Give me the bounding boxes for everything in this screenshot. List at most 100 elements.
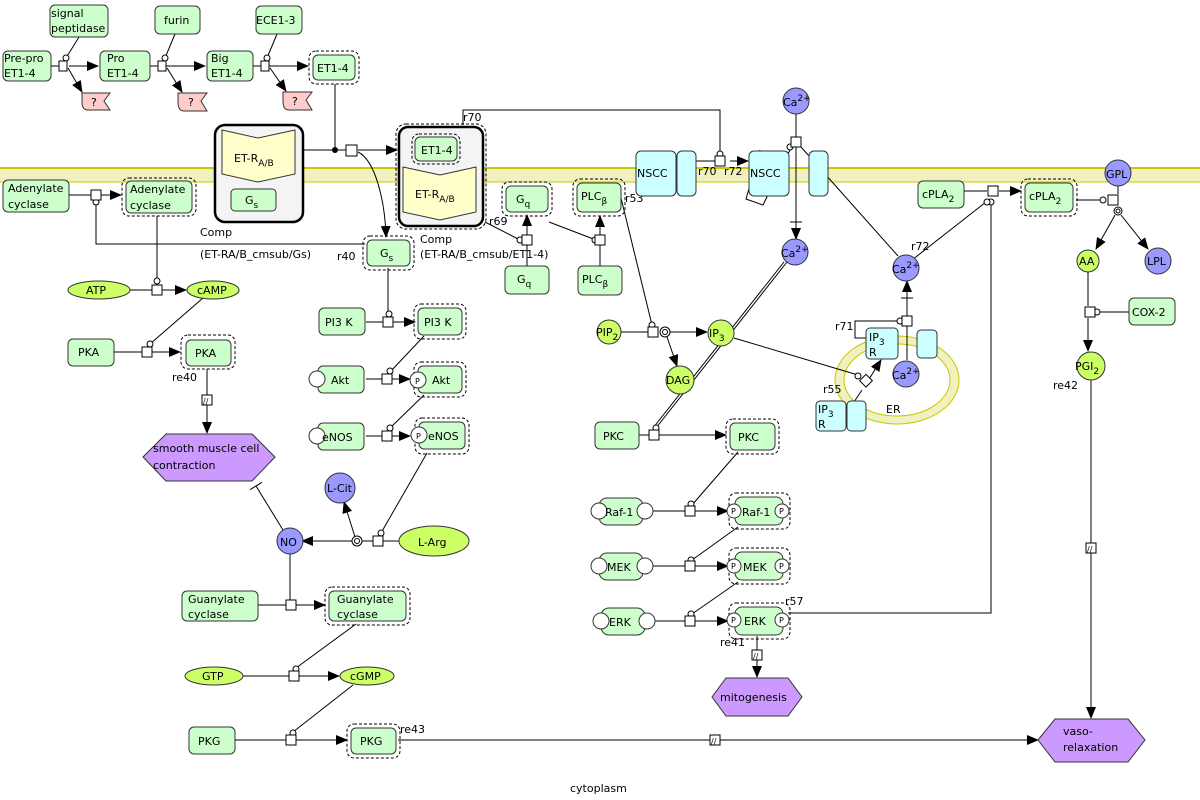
node-pkc[interactable]: PKC [594, 421, 640, 450]
unknown-label: ? [292, 95, 298, 108]
phospho-site: P [779, 507, 784, 516]
node-dag[interactable]: DAG [665, 365, 695, 395]
guanylate-label-2: cyclase [188, 608, 229, 621]
node-gtp[interactable]: GTP [184, 666, 244, 686]
node-atp[interactable]: ATP [67, 280, 131, 300]
svg-text://: // [711, 737, 717, 746]
node-furin[interactable]: furin [154, 5, 201, 35]
node-guanylate-cyclase[interactable]: Guanylate cyclase [181, 590, 259, 622]
dag-label: DAG [666, 374, 690, 387]
ip3r-label: IP3 [869, 331, 885, 348]
svg-text://: // [753, 652, 759, 661]
node-pi3k-active[interactable]: PI3 K [413, 303, 467, 340]
er-label: ER [886, 403, 901, 416]
node-pip2[interactable]: PIP2 [596, 319, 622, 345]
node-enos[interactable]: eNOS [308, 422, 365, 451]
node-mek[interactable]: MEK [590, 552, 654, 581]
node-ece1-3[interactable]: ECE1-3 [255, 5, 303, 35]
complex2-name: Comp [420, 233, 452, 246]
raf-label: Raf-1 [605, 506, 633, 519]
complex-etr-et1-4[interactable]: ET1-4 ET-RA/B [395, 123, 487, 230]
larg-label: L-Arg [418, 536, 447, 549]
node-cpla2-active[interactable]: cPLA2 [1020, 178, 1078, 217]
node-unknown-1[interactable]: ? [81, 92, 111, 111]
complex-etr-gs[interactable]: ET-RA/B Gs [213, 123, 305, 224]
pgi2-label: PGI2 [1075, 360, 1099, 377]
enos-label: eNOS [322, 431, 353, 444]
node-ca-cytosol[interactable]: Ca2+ [781, 238, 809, 266]
node-ca-cytosol-2[interactable]: Ca2+ [892, 254, 920, 282]
node-lpl[interactable]: LPL [1144, 247, 1172, 275]
node-plcb-active[interactable]: PLCβ [572, 178, 626, 217]
etr-receptor-shape [221, 129, 296, 183]
node-gq-active[interactable]: Gq [501, 181, 553, 217]
node-pkg-active[interactable]: PKG [346, 723, 401, 759]
phenotype-vasorelaxation[interactable]: vaso-relaxation [1037, 718, 1146, 763]
channel-nscc[interactable]: NSCC [635, 150, 697, 197]
big-label: Big [211, 52, 229, 65]
node-et1-4-active[interactable]: ET1-4 [308, 50, 360, 85]
channel-nscc-open[interactable]: NSCC [748, 150, 829, 197]
phenotype-mitogenesis[interactable]: mitogenesis [711, 677, 803, 717]
node-gq[interactable]: Gq [504, 265, 550, 295]
node-gs-active[interactable]: Gs [362, 235, 415, 271]
node-aa[interactable]: AA [1076, 249, 1100, 273]
node-akt[interactable]: Akt [308, 365, 365, 394]
r72-label: r72 [724, 165, 743, 178]
node-plcb[interactable]: PLCβ [577, 265, 623, 296]
node-ca-extracellular[interactable]: Ca2+ [782, 87, 811, 115]
pkg-active-label: PKG [360, 735, 382, 748]
pkc-active-label: PKC [738, 431, 759, 444]
node-erk[interactable]: ERK [592, 607, 656, 636]
node-l-arg[interactable]: L-Arg [398, 525, 470, 557]
node-pkg[interactable]: PKG [188, 726, 236, 755]
node-no[interactable]: NO [276, 527, 304, 555]
r71-label: r71 [835, 320, 854, 333]
node-pkc-active[interactable]: PKC [725, 418, 780, 455]
node-l-cit[interactable]: L-Cit [324, 472, 356, 504]
r70-label: r70 [463, 111, 482, 124]
gs-active-label: Gs [380, 247, 394, 264]
node-pka-active[interactable]: PKA [180, 334, 236, 370]
node-pgi2[interactable]: PGI2 [1075, 351, 1106, 381]
node-pka[interactable]: PKA [67, 338, 115, 367]
node-raf-1[interactable]: Raf-1 [590, 497, 654, 526]
re43-label: re43 [400, 723, 425, 736]
node-pi3k[interactable]: PI3 K [318, 307, 366, 336]
node-camp[interactable]: cAMP [186, 280, 240, 300]
node-unknown-3[interactable]: ? [282, 91, 313, 111]
node-ip3[interactable]: IP3 [707, 319, 735, 347]
node-cox-2[interactable]: COX-2 [1128, 297, 1176, 326]
cpla2-active-label: cPLA2 [1029, 190, 1061, 207]
erk-label: ERK [609, 616, 632, 629]
node-ca-er[interactable]: Ca2+ [892, 360, 920, 388]
complex2-name-2: (ET-RA/B_cmsub/ET1-4) [420, 248, 548, 261]
plcb-label: PLCβ [582, 273, 608, 290]
node-gpl[interactable]: GPL [1104, 159, 1132, 187]
cox2-label: COX-2 [1132, 306, 1166, 319]
node-cgmp[interactable]: cGMP [339, 666, 395, 686]
plcb-active-label: PLCβ [581, 190, 607, 207]
cpla2-label: cPLA2 [922, 188, 954, 205]
node-cpla2[interactable]: cPLA2 [917, 180, 965, 209]
r40-label: r40 [337, 250, 356, 263]
guanylate-label: Guanylate [188, 593, 245, 606]
node-unknown-2[interactable]: ? [177, 92, 208, 112]
r70-label-2: r70 [698, 165, 717, 178]
et1-4-label: ET1-4 [317, 62, 349, 75]
